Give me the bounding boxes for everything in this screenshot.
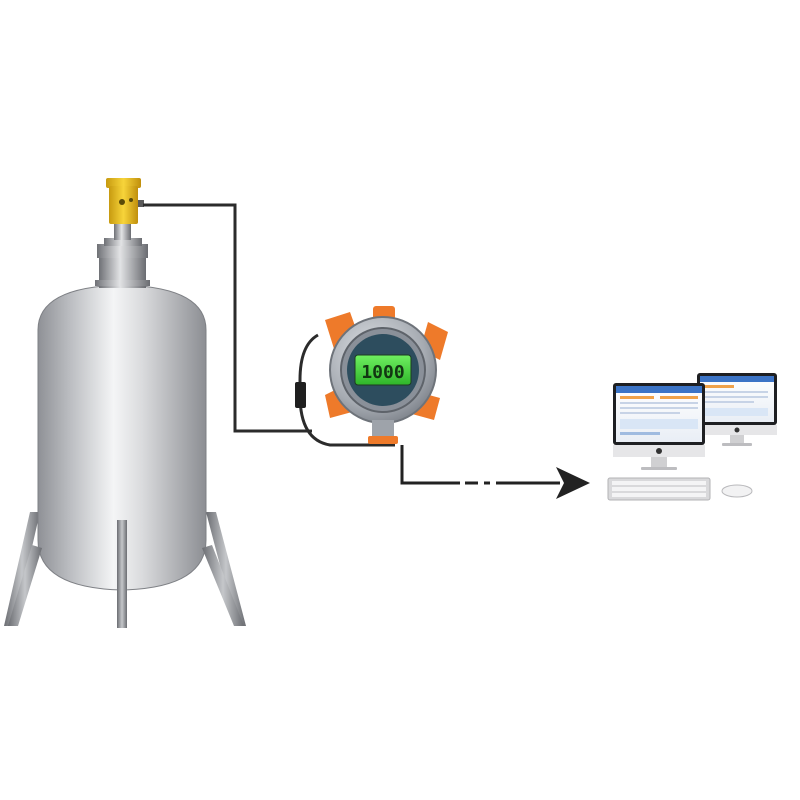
sensor-cable (143, 203, 312, 433)
tank-leg-left-front (8, 545, 42, 626)
monitor-back (697, 373, 777, 446)
tank-flange-upper (97, 244, 148, 258)
tank-leg-left (4, 512, 40, 626)
gas-detector-icon: 1000 (325, 306, 448, 444)
monitoring-computer-icon (607, 373, 777, 501)
keyboard (607, 477, 711, 501)
monitor-front (613, 383, 705, 470)
tank-flange-top (104, 238, 142, 246)
sensor-stem (114, 224, 131, 240)
signal-line (400, 445, 460, 485)
pressure-tank-icon (4, 224, 246, 628)
tank-flange-lower (95, 280, 150, 286)
tank-leg-center-front (117, 520, 127, 628)
tank-body (37, 284, 207, 591)
signal-arrowhead (556, 467, 590, 499)
detector-reading: 1000 (361, 362, 404, 383)
tank-leg-right (206, 512, 246, 626)
tank-leg-right-front (202, 545, 244, 626)
cable-gland (295, 382, 306, 408)
level-sensor-icon (106, 178, 144, 224)
detector-lcd (354, 354, 412, 386)
mouse (721, 484, 753, 498)
